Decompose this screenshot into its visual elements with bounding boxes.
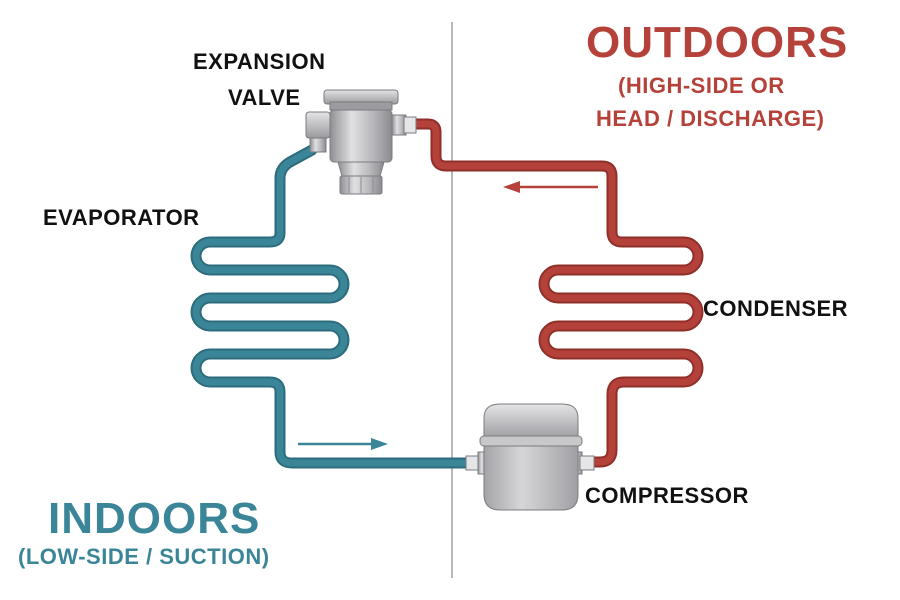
outdoors-zone-subtitle-line1: (HIGH-SIDE OR: [618, 73, 785, 98]
expansion-valve-label-line1: EXPANSION: [193, 49, 326, 74]
expansion-valve-label-line2: VALVE: [228, 85, 301, 110]
indoors-zone-title: INDOORS: [48, 494, 261, 543]
evaporator-label: EVAPORATOR: [43, 205, 200, 230]
condenser-label: CONDENSER: [703, 296, 849, 321]
outdoors-zone-subtitle-line2: HEAD / DISCHARGE): [596, 106, 825, 131]
outdoors-zone-title: OUTDOORS: [586, 18, 849, 67]
low-side-pipe: [190, 144, 476, 469]
expansion-valve: [305, 89, 417, 195]
flow-arrow-high-side: [503, 181, 598, 193]
flow-arrow-low-side: [298, 438, 388, 450]
indoors-zone-subtitle: (LOW-SIDE / SUCTION): [18, 544, 270, 569]
compressor-label: COMPRESSOR: [585, 483, 749, 508]
compressor: [465, 403, 595, 511]
high-side-pipe: [409, 118, 704, 468]
